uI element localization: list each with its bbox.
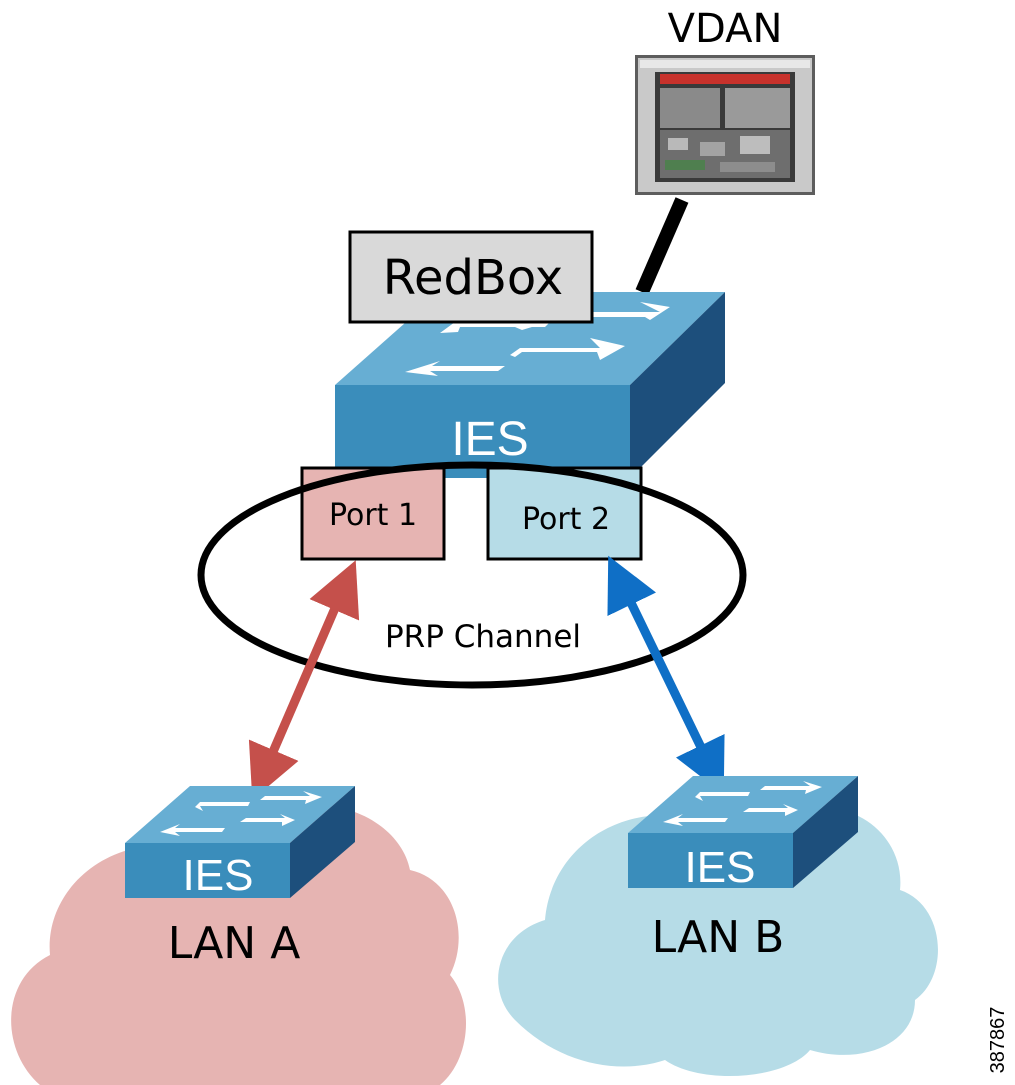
vdan-label: VDAN (668, 6, 783, 52)
lan-a-ies-switch (125, 786, 355, 898)
vdan-link (635, 197, 689, 295)
lan-a-cloud (11, 802, 467, 1085)
prp-channel-label: PRP Channel (385, 619, 581, 655)
lan-b-ies-switch (628, 776, 858, 888)
lan-a-link-arrow (248, 560, 360, 800)
lan-b-link-arrow (607, 555, 725, 795)
redbox-label: RedBox (383, 250, 563, 306)
lan-b-cloud (498, 789, 938, 1077)
vdan-screen (635, 55, 815, 195)
main-ies-label: IES (451, 413, 528, 466)
figure-id: 387867 (987, 1007, 1009, 1074)
lan-a-label: LAN A (168, 918, 301, 969)
port-1-label: Port 1 (329, 498, 417, 533)
lan-b-ies-label: IES (685, 843, 756, 892)
lan-b-label: LAN B (652, 912, 785, 963)
port-2-label: Port 2 (522, 502, 610, 537)
prp-channel-ellipse (197, 461, 747, 689)
lan-a-ies-label: IES (183, 851, 254, 900)
redbox-box (348, 230, 594, 324)
